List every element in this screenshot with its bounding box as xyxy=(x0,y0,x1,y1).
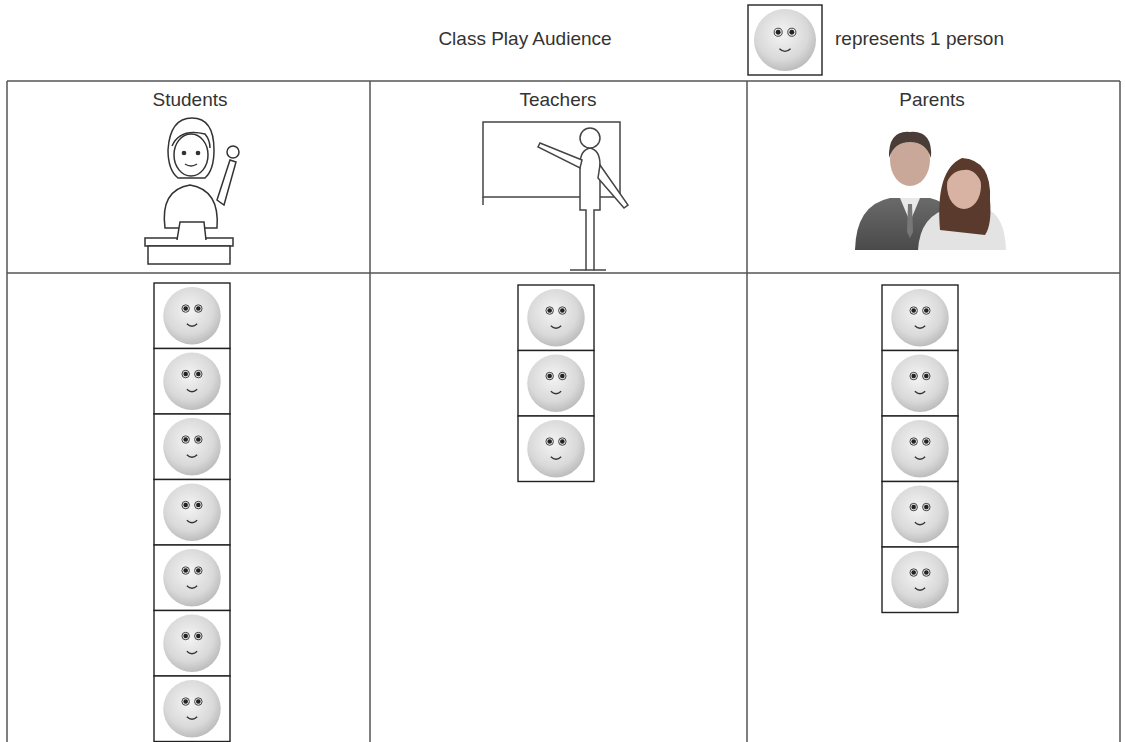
teacher-illustration xyxy=(483,122,628,270)
person-icon xyxy=(154,283,230,349)
person-icon xyxy=(154,349,230,415)
table-grid xyxy=(7,81,1120,742)
legend-icon xyxy=(748,5,822,75)
person-icon xyxy=(518,351,594,417)
person-icon xyxy=(882,285,958,351)
person-icon xyxy=(882,351,958,417)
person-icon xyxy=(518,416,594,482)
person-icon xyxy=(882,547,958,613)
chart-title: Class Play Audience xyxy=(438,28,611,51)
legend-text: represents 1 person xyxy=(835,28,1004,51)
person-icon xyxy=(154,676,230,742)
person-icon xyxy=(154,545,230,611)
person-icon xyxy=(882,416,958,482)
pictograph-icons xyxy=(154,5,958,742)
column-header: Students xyxy=(153,89,228,112)
person-icon xyxy=(154,414,230,480)
column-header: Teachers xyxy=(519,89,596,112)
person-icon xyxy=(518,285,594,351)
column-header: Parents xyxy=(899,89,964,112)
person-icon xyxy=(154,611,230,677)
person-icon xyxy=(154,480,230,546)
parents-illustration xyxy=(855,132,1006,250)
person-icon xyxy=(882,482,958,548)
student-illustration xyxy=(145,118,239,264)
